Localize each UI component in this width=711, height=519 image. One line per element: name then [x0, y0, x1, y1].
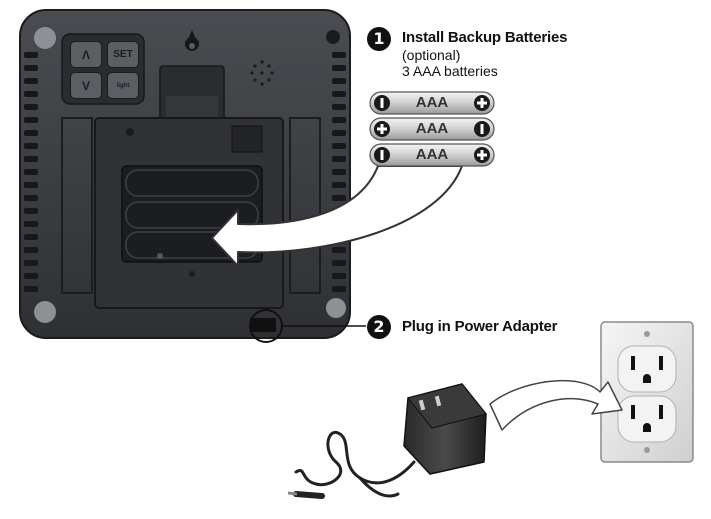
minus-terminal-icon	[374, 147, 390, 163]
down-button[interactable]: V	[70, 72, 102, 99]
speaker-grille	[250, 60, 274, 86]
corner-foot	[34, 27, 56, 49]
vent-slot	[24, 208, 38, 214]
vent-slot	[332, 247, 346, 253]
vent-slot	[24, 104, 38, 110]
vent-slot	[332, 169, 346, 175]
step-1-note: (optional)	[402, 47, 461, 63]
vent-slots-left	[24, 52, 38, 292]
vent-slot	[332, 52, 346, 58]
vent-slot	[24, 221, 38, 227]
corner-foot	[326, 30, 340, 44]
vent-slot	[24, 234, 38, 240]
vent-slot	[24, 143, 38, 149]
vent-slots-right	[332, 52, 346, 292]
vent-slot	[24, 260, 38, 266]
plus-terminal-icon	[474, 147, 490, 163]
vent-slot	[332, 156, 346, 162]
battery-slot	[125, 201, 259, 229]
corner-foot	[326, 298, 346, 318]
power-adapter	[287, 383, 487, 499]
step-1-title: Install Backup Batteries	[402, 29, 568, 46]
aaa-battery	[369, 143, 495, 167]
vent-slot	[332, 117, 346, 123]
light-button[interactable]: light	[107, 72, 139, 99]
set-button[interactable]: SET	[107, 41, 139, 68]
battery-label: AAA	[415, 120, 449, 137]
vent-slot	[24, 169, 38, 175]
step-1-number: 1	[367, 27, 391, 51]
aaa-battery	[369, 117, 495, 141]
plus-terminal-icon	[474, 95, 490, 111]
vent-slot	[332, 78, 346, 84]
vent-slot	[24, 182, 38, 188]
vent-slot	[24, 65, 38, 71]
down-arrow-icon: V	[81, 78, 90, 93]
wall-outlet	[600, 321, 694, 463]
outlet-socket-top	[617, 345, 677, 393]
aaa-batteries	[369, 91, 495, 167]
adapter-plug	[293, 491, 325, 499]
set-button-label: SET	[113, 49, 133, 60]
vent-slot	[332, 286, 346, 292]
insert-batteries-arrow	[211, 165, 463, 267]
battery-slot	[125, 169, 259, 197]
vent-slot	[24, 247, 38, 253]
plus-terminal-icon	[374, 121, 390, 137]
aaa-battery	[369, 91, 495, 115]
step-1-detail: 3 AAA batteries	[402, 63, 498, 79]
vent-slot	[332, 260, 346, 266]
battery-label: AAA	[415, 146, 449, 163]
vent-slot	[24, 273, 38, 279]
vent-slot	[24, 130, 38, 136]
corner-foot	[34, 301, 56, 323]
adapter-cord	[294, 430, 416, 487]
vent-slot	[332, 182, 346, 188]
vent-slot	[24, 117, 38, 123]
battery-label: AAA	[415, 94, 449, 111]
vent-slot	[24, 156, 38, 162]
step-2-title: Plug in Power Adapter	[402, 318, 558, 335]
vent-slot	[24, 195, 38, 201]
vent-slot	[24, 91, 38, 97]
minus-terminal-icon	[474, 121, 490, 137]
vent-slot	[24, 286, 38, 292]
vent-slot	[24, 52, 38, 58]
up-arrow-icon: Λ	[81, 47, 90, 62]
outlet-socket-bottom	[617, 395, 677, 443]
vent-slot	[24, 78, 38, 84]
plug-in-arrow	[489, 379, 623, 431]
vent-slot	[332, 130, 346, 136]
vent-slot	[332, 104, 346, 110]
vent-slot	[332, 143, 346, 149]
minus-terminal-icon	[374, 95, 390, 111]
vent-slot	[332, 65, 346, 71]
vent-slot	[332, 273, 346, 279]
step-2-number: 2	[367, 315, 391, 339]
up-button[interactable]: Λ	[70, 41, 102, 68]
vent-slot	[332, 195, 346, 201]
wall-hang-hole-icon	[185, 30, 199, 51]
vent-slot	[332, 91, 346, 97]
light-icon: light	[116, 82, 130, 89]
